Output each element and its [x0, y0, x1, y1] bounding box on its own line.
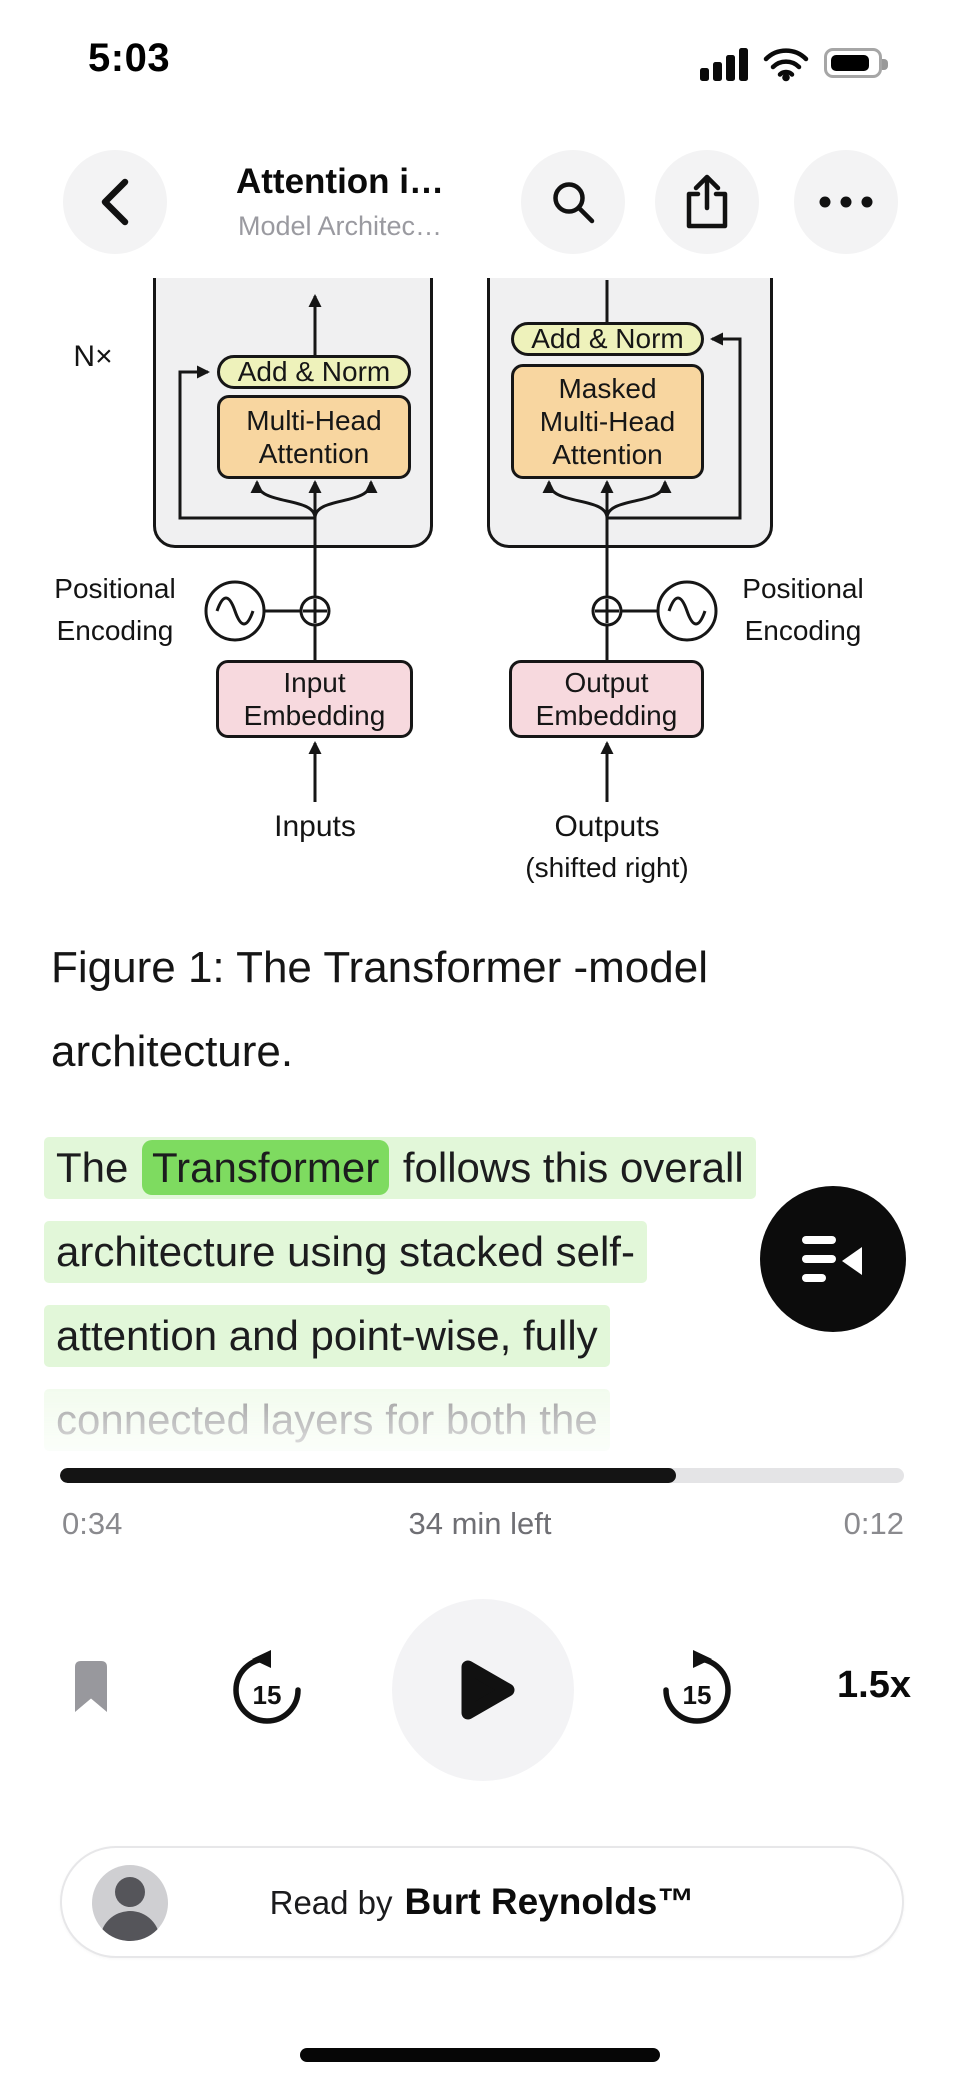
caption-line: architecture. [51, 1027, 294, 1076]
header-title-block: Attention i… Model Architec… [180, 162, 500, 242]
share-button[interactable] [655, 150, 759, 254]
page-subtitle: Model Architec… [237, 211, 443, 241]
read-by-label: Read by [269, 1884, 393, 1921]
text-run: The [56, 1144, 141, 1191]
label-line: Positional [54, 573, 176, 604]
page-title: Attention i… [235, 162, 445, 201]
decoder-attention-box: Masked Multi-Head Attention [511, 364, 704, 479]
search-button[interactable] [521, 150, 625, 254]
paragraph-line[interactable]: architecture using stacked self- [44, 1210, 924, 1294]
search-icon [553, 182, 595, 224]
queue-icon [802, 1236, 862, 1282]
box-label: Masked [558, 372, 657, 404]
paragraph-line[interactable]: The Transformer follows this overall [44, 1126, 924, 1210]
sentence-highlight: architecture using stacked self- [44, 1221, 647, 1283]
bookmark-icon [75, 1661, 107, 1712]
label-line: Encoding [56, 615, 174, 646]
voice-label-group: Read by Burt Reynolds™ [270, 1881, 695, 1923]
play-button[interactable] [392, 1599, 574, 1781]
skip-back-label: 15 [252, 1680, 282, 1710]
narrator-avatar [92, 1865, 168, 1941]
play-icon [461, 1660, 515, 1720]
time-remaining-total: 34 min left [408, 1506, 552, 1541]
back-button[interactable] [63, 150, 167, 254]
box-label: Input [283, 666, 346, 698]
diagram-arrows [178, 280, 742, 802]
inputs-label: Inputs [274, 810, 356, 843]
label-line: Encoding [744, 615, 862, 646]
skip-back-icon [233, 1650, 301, 1724]
skip-forward-label: 15 [682, 1680, 712, 1710]
time-remaining: 0:12 [843, 1506, 904, 1541]
sentence-highlight: connected layers for both the [44, 1389, 610, 1451]
bookmark-button[interactable] [72, 1660, 110, 1719]
ellipsis-icon [819, 196, 873, 208]
positional-encoding-label-left: Positional Encoding [30, 568, 200, 652]
box-label: Multi-Head [539, 405, 676, 437]
encoder-add-norm-box: Add & Norm [217, 355, 411, 389]
encoder-attention-box: Multi-Head Attention [217, 395, 411, 479]
box-label: Add & Norm [531, 323, 684, 355]
nx-label: N× [73, 340, 113, 373]
box-label: Output [564, 666, 649, 698]
share-icon [686, 174, 728, 229]
home-indicator[interactable] [300, 2048, 660, 2062]
progress-bar[interactable] [60, 1468, 904, 1483]
caption-line: Figure 1: The Transformer -model [51, 943, 708, 992]
text-run: follows this overall [391, 1144, 744, 1191]
cellular-signal-icon [700, 48, 748, 81]
label-line: Positional [742, 573, 864, 604]
voice-pill[interactable]: Read by Burt Reynolds™ [60, 1846, 904, 1958]
skip-forward-icon [663, 1650, 731, 1724]
paragraph-line[interactable]: connected layers for both the [44, 1378, 924, 1462]
outputs-sublabel: (shifted right) [525, 852, 689, 883]
input-embedding-box: Input Embedding [216, 660, 413, 738]
transformer-figure: Add & Norm Multi-Head Attention Add & No… [0, 278, 960, 922]
paragraph-line[interactable]: attention and point-wise, fully [44, 1294, 924, 1378]
progress-fill [60, 1468, 677, 1483]
box-label: Multi-Head [246, 404, 382, 436]
box-label: Add & Norm [237, 356, 391, 388]
battery-nub [882, 59, 888, 70]
current-word-highlight: Transformer [142, 1140, 390, 1195]
decoder-add-norm-box: Add & Norm [511, 322, 704, 356]
queue-button[interactable] [760, 1186, 906, 1332]
box-label: Embedding [535, 700, 678, 731]
avatar-silhouette-body [100, 1911, 160, 1941]
wifi-icon [763, 48, 809, 82]
box-label: Attention [258, 438, 370, 469]
reading-paragraph: The Transformer follows this overall arc… [44, 1126, 924, 1462]
box-label: Embedding [243, 700, 386, 731]
output-embedding-box: Output Embedding [509, 660, 704, 738]
playback-speed-button[interactable]: 1.5x [837, 1664, 911, 1706]
sentence-highlight: The Transformer follows this overall [44, 1137, 756, 1199]
narrator-name: Burt Reynolds™ [404, 1881, 695, 1922]
avatar-silhouette-head [115, 1877, 145, 1907]
skip-forward-button[interactable]: 15 [656, 1649, 738, 1731]
skip-back-button[interactable]: 15 [226, 1649, 308, 1731]
sentence-highlight: attention and point-wise, fully [44, 1305, 610, 1367]
figure-caption: Figure 1: The Transformer -model archite… [51, 926, 708, 1094]
more-button[interactable] [794, 150, 898, 254]
chevron-left-icon [101, 178, 129, 226]
outputs-label: Outputs [554, 810, 660, 843]
status-time: 5:03 [88, 36, 171, 80]
battery-fill [831, 55, 869, 71]
box-label: Attention [552, 439, 663, 471]
time-elapsed: 0:34 [62, 1506, 123, 1541]
battery-icon [824, 48, 888, 78]
positional-encoding-label-right: Positional Encoding [720, 568, 886, 652]
